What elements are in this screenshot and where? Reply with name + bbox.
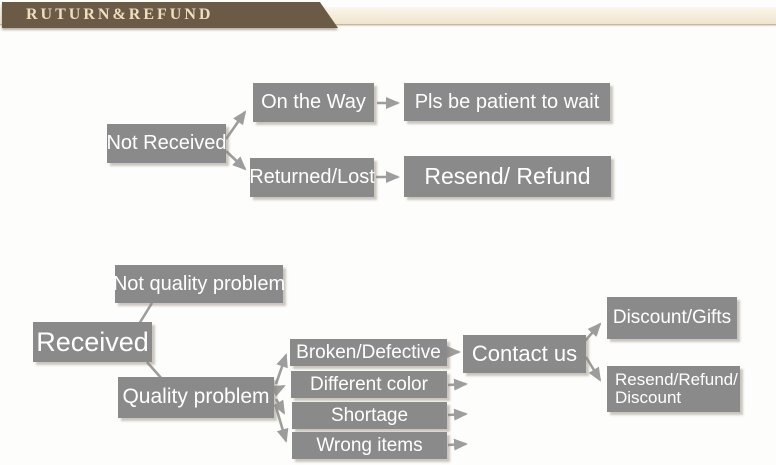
arrow-contactus-discountgifts [583, 322, 602, 343]
node-contact-us: Contact us [463, 335, 586, 373]
page-title: RUTURN&REFUND [2, 2, 338, 28]
arrow-contactus-resendrefunddiscount [584, 356, 602, 382]
link-received-quality [146, 361, 163, 380]
node-not-quality-problem: Not quality problem [113, 265, 285, 303]
node-wrong-items: Wrong items [292, 432, 447, 459]
node-on-the-way: On the Way [253, 83, 374, 122]
arrow-quality-diffcolor [270, 384, 286, 397]
node-pls-be-patient: Pls be patient to wait [404, 83, 610, 121]
node-shortage: Shortage [292, 402, 447, 429]
arrow-diffcolor-right [447, 378, 468, 391]
node-discount-gifts: Discount/Gifts [607, 297, 737, 339]
node-different-color: Different color [291, 371, 447, 398]
arrow-quality-broken [274, 353, 288, 385]
node-resend-refund-discount-line1: Resend/Refund/ [615, 370, 738, 390]
arrow-notreceived-returnedlost [225, 150, 247, 171]
node-received: Received [33, 322, 152, 362]
node-quality-problem: Quality problem [118, 377, 274, 418]
arrow-shortage-right [447, 408, 468, 421]
arrow-quality-shortage [272, 398, 286, 415]
arrow-wrongitems-right [447, 438, 468, 451]
node-resend-refund-discount: Resend/Refund/ Discount [607, 366, 740, 412]
arrow-quality-wrongitems [274, 406, 289, 443]
node-broken-defective: Broken/Defective [290, 339, 447, 366]
node-not-received: Not Received [106, 124, 227, 163]
header-banner: RUTURN&REFUND [2, 2, 338, 28]
node-resend-refund-discount-line2: Discount [615, 388, 682, 407]
node-returned-lost: Returned/Lost [249, 158, 375, 197]
node-resend-refund: Resend/ Refund [404, 156, 611, 197]
link-received-notquality [137, 302, 154, 325]
arrow-notreceived-ontheway [224, 110, 247, 140]
